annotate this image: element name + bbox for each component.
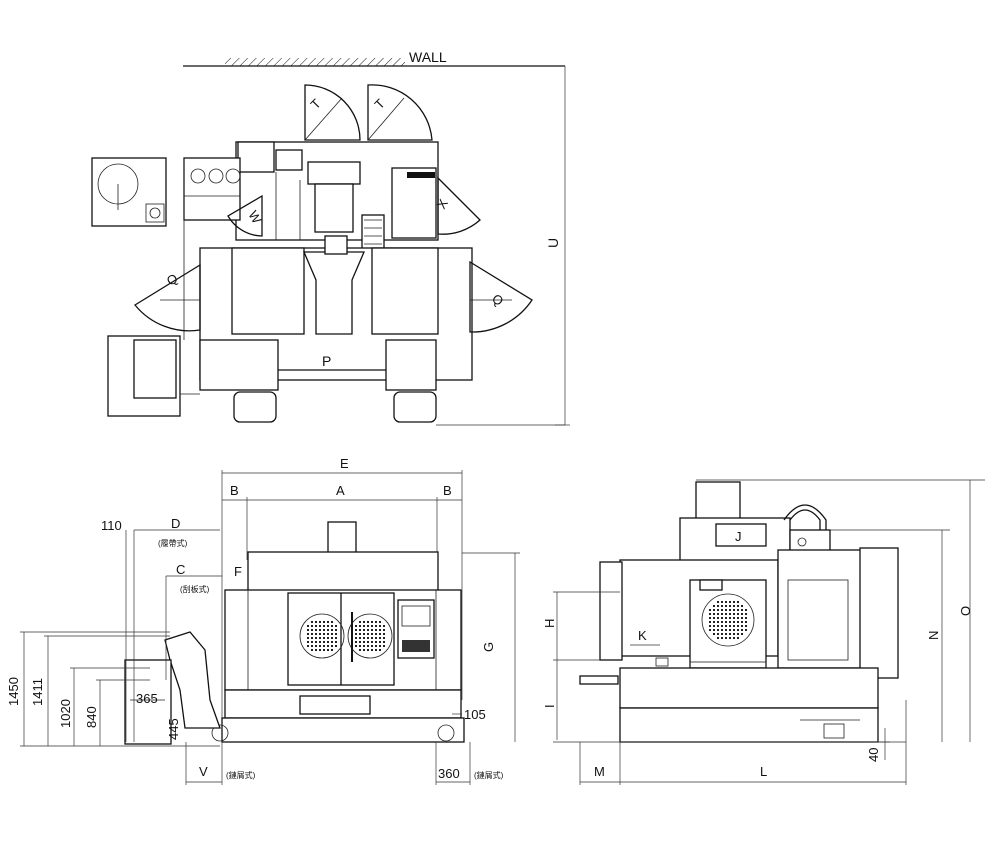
dim-1411: 1411: [30, 678, 45, 706]
c-label: C: [176, 562, 185, 577]
e-label: E: [340, 456, 349, 471]
a-label: A: [336, 483, 345, 498]
operation-unit: [91, 157, 167, 227]
n-label: N: [926, 631, 941, 640]
m-label: M: [594, 764, 605, 779]
dim-1020: 1020: [58, 699, 73, 728]
side-view: O N J K: [542, 479, 985, 785]
door-swing-x: [437, 176, 481, 235]
wall-hatch: [225, 58, 405, 66]
p-label: P: [322, 353, 331, 369]
foot-right: [393, 391, 437, 423]
front-door-window-right: [347, 613, 393, 659]
dim-105: 105: [464, 707, 486, 722]
foot-left: [233, 391, 277, 423]
u-label: U: [545, 238, 561, 248]
f-label: F: [234, 564, 242, 579]
g-label: G: [481, 642, 496, 652]
chip-conveyor-front: [164, 631, 221, 729]
dim-445: 445: [166, 718, 181, 740]
door-swing-t2: [367, 84, 433, 141]
dim-840: 840: [84, 706, 99, 728]
electrical-cabinet: [183, 157, 241, 221]
dim-110: 110: [101, 518, 122, 533]
i-label: I: [542, 704, 557, 708]
j-label: J: [735, 529, 742, 544]
dim-1450: 1450: [6, 677, 21, 706]
door-swing-w: [227, 194, 263, 237]
r-note: (鏈屑式): [474, 770, 504, 780]
door-swing-t1: [304, 84, 361, 141]
cable-carrier: [789, 509, 821, 560]
door-swing-q-right: [469, 260, 533, 333]
o-label: O: [958, 606, 973, 616]
b-left-label: B: [230, 483, 239, 498]
v-label: V: [199, 764, 208, 779]
k-label: K: [638, 628, 647, 643]
spindle-head: [303, 251, 365, 335]
t1-label: T: [308, 96, 324, 112]
side-window: [689, 579, 767, 669]
dim-360: 360: [438, 766, 460, 781]
q2-label: Q: [489, 291, 506, 309]
b-right-label: B: [443, 483, 452, 498]
d-note: (履帶式): [158, 538, 188, 548]
wall-label: WALL: [409, 49, 447, 65]
front-view: E B A B G 105: [6, 456, 520, 785]
d-label: D: [171, 516, 180, 531]
front-door-window-left: [299, 613, 345, 659]
h-label: H: [542, 619, 557, 628]
door-swing-q-left: [134, 263, 201, 332]
side-column-top: [695, 481, 741, 521]
side-base: [619, 707, 879, 743]
v-note: (鏈屑式): [226, 770, 256, 780]
c-note: (刮板式): [180, 584, 210, 594]
l-label: L: [760, 764, 767, 779]
window-dot-grids: [307, 601, 747, 651]
t2-label: T: [372, 96, 388, 112]
dim-40: 40: [866, 748, 881, 762]
dim-365: 365: [136, 691, 158, 706]
front-base: [221, 717, 465, 743]
top-view: WALL U T T W X: [91, 49, 570, 426]
